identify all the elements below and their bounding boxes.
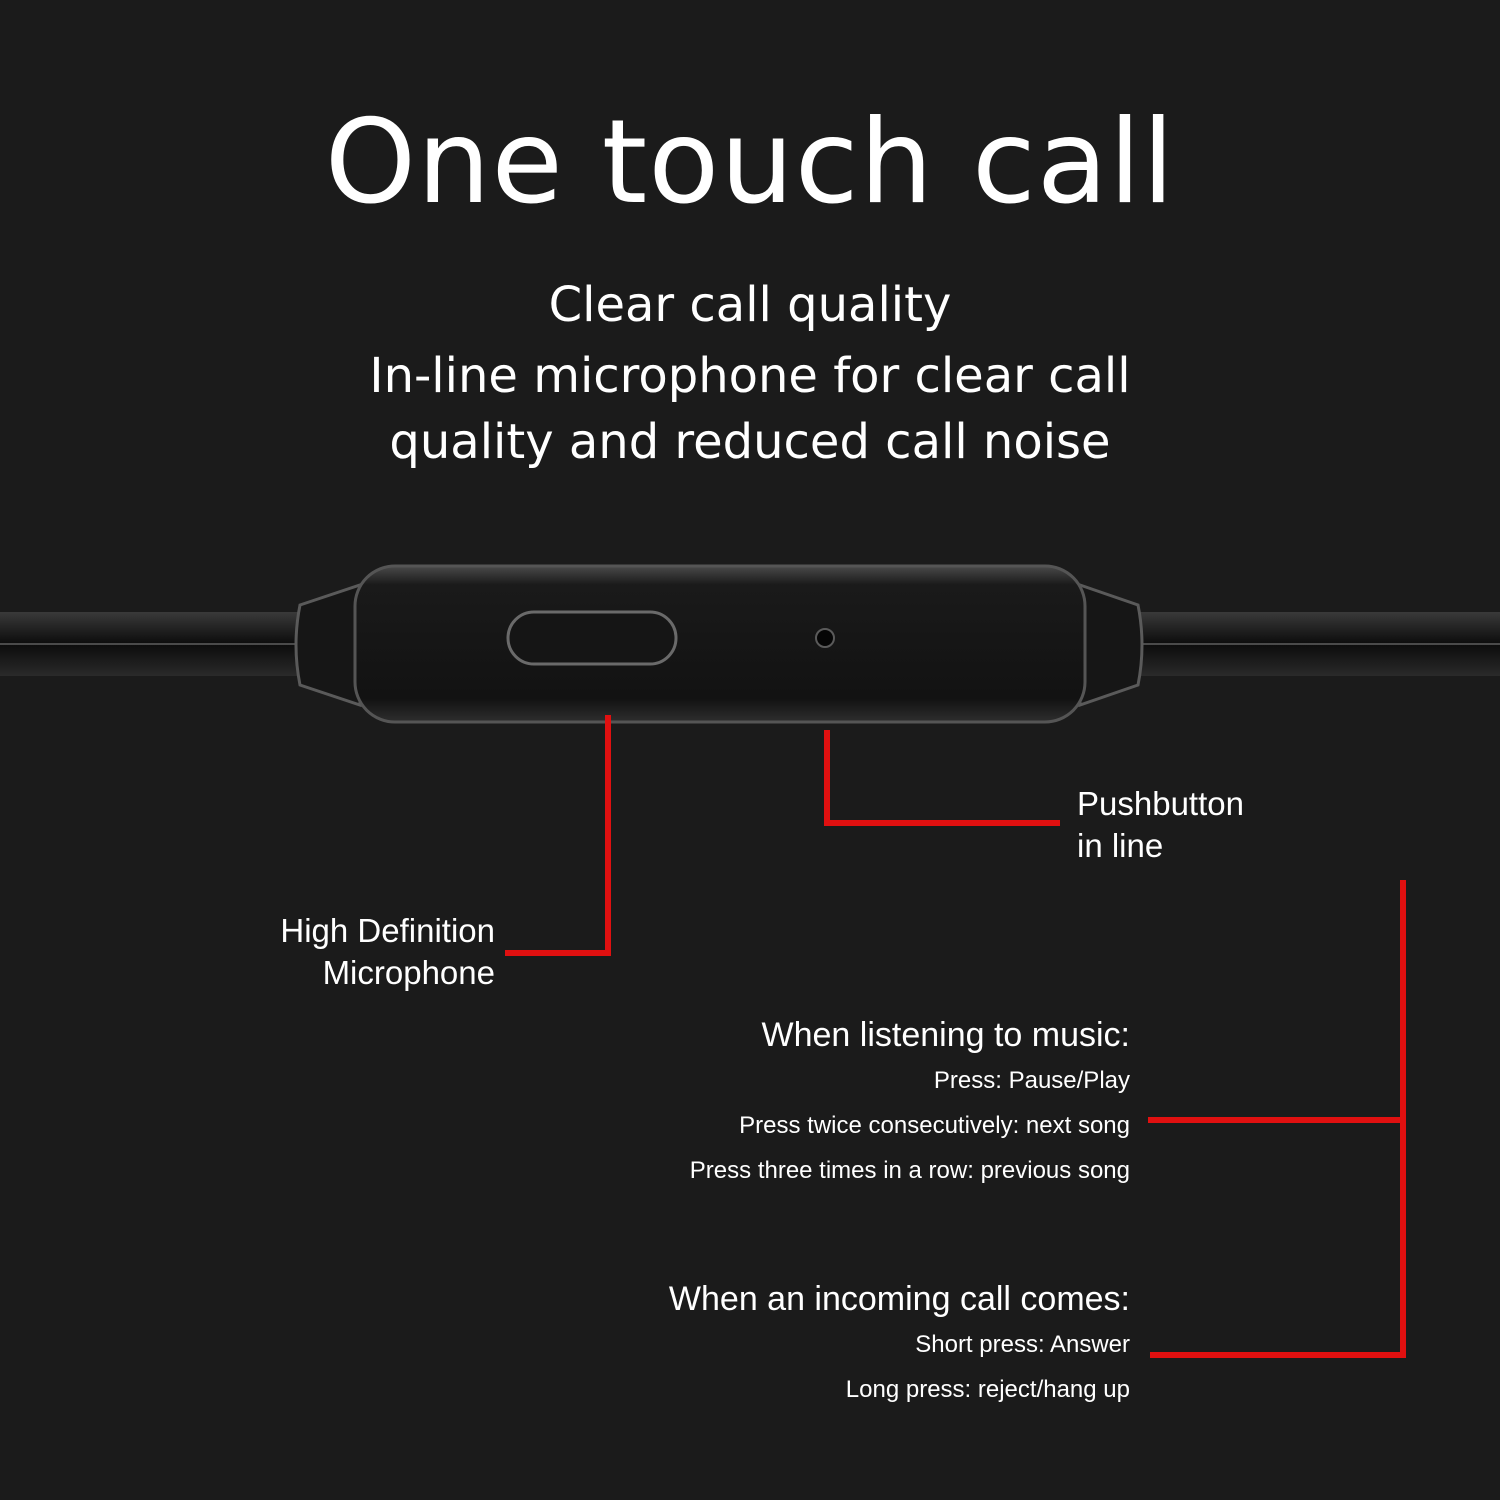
cable [0,612,1500,676]
remote-body [353,564,1087,724]
microphone-hole [815,628,835,648]
music-section: When listening to music: Press: Pause/Pl… [560,1012,1130,1193]
pushbutton-label-line-1: Pushbutton [1077,785,1244,822]
music-item: Press twice consecutively: next song [739,1112,1130,1139]
microphone-label-line-2: Microphone [322,954,495,991]
pushbutton-callout-line [824,730,1060,826]
page-title: One touch call [324,95,1176,230]
call-item: Short press: Answer [915,1331,1130,1358]
remote-left-cap [294,582,362,708]
bracket-line [1150,880,1406,1358]
call-section: When an incoming call comes: Short press… [560,1276,1130,1412]
music-item: Press: Pause/Play [933,1067,1130,1094]
call-item: Long press: reject/hang up [845,1376,1130,1403]
call-heading: When an incoming call comes: [668,1280,1130,1318]
music-heading: When listening to music: [761,1016,1131,1054]
microphone-label-line-1: High Definition [280,912,495,949]
microphone-callout-line [505,715,611,956]
pushbutton-label: Pushbutton in line [1077,783,1377,867]
pushbutton-label-line-2: in line [1077,827,1164,864]
subtitle-line-1: Clear call quality [548,277,952,333]
subtitle-line-2: In-line microphone for clear call [369,348,1131,404]
pushbutton[interactable] [506,610,678,666]
music-item: Press three times in a row: previous son… [689,1157,1130,1184]
remote-right-cap [1078,582,1144,708]
subtitle-line-3: quality and reduced call noise [389,414,1111,470]
microphone-label: High Definition Microphone [180,910,495,994]
